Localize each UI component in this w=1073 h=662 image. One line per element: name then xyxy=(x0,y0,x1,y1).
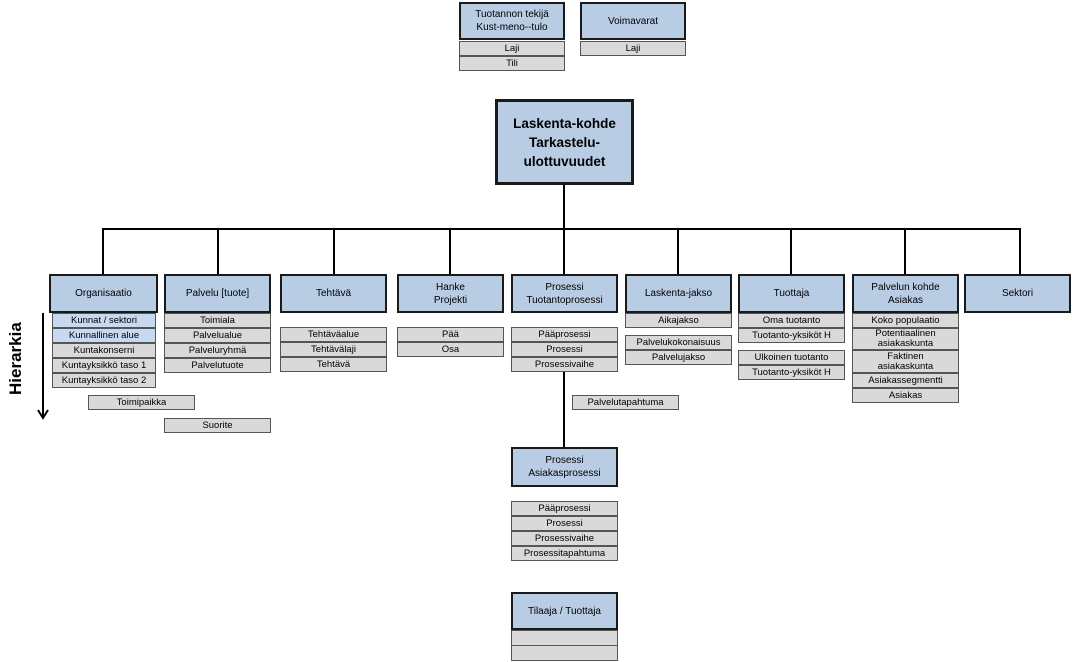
customer-process-item-2: Prosessi xyxy=(511,516,618,531)
resources-item-1: Laji xyxy=(580,41,686,56)
tehtava-item-3: Tehtävä xyxy=(280,357,387,372)
hierarchy-axis-label: Hierarkia xyxy=(6,322,25,395)
orderer-item-1 xyxy=(511,630,618,646)
dimension-hanke: Hanke Projekti xyxy=(397,274,504,313)
dimension-tuottaja: Tuottaja xyxy=(738,274,845,313)
prosessi-item-1: Pääprosessi xyxy=(511,327,618,342)
tehtava-item-2: Tehtävälaji xyxy=(280,342,387,357)
prosessi-item-3: Prosessivaihe xyxy=(511,357,618,372)
connector-drop-1 xyxy=(102,228,104,275)
tuottaja-item-1: Oma tuotanto xyxy=(738,313,845,328)
connector-center-down xyxy=(563,184,565,229)
connector-drop-6 xyxy=(677,228,679,275)
dimension-prosessi: Prosessi Tuotantoprosessi xyxy=(511,274,618,313)
orderer-box: Tilaaja / Tuottaja xyxy=(511,592,618,630)
organisaatio-item-3: Kuntakonserni xyxy=(52,343,156,358)
organisaatio-item-2: Kunnallinen alue xyxy=(52,328,156,343)
customer-process-item-4: Prosessitapahtuma xyxy=(511,546,618,561)
connector-bus xyxy=(102,228,1021,230)
palvelun-kohde-item-3: Faktinen asiakaskunta xyxy=(852,350,959,373)
connector-drop-2 xyxy=(217,228,219,275)
connector-drop-8 xyxy=(904,228,906,275)
resources-box: Voimavarat xyxy=(580,2,686,40)
palvelun-kohde-item-4: Asiakassegmentti xyxy=(852,373,959,388)
palvelun-kohde-item-5: Asiakas xyxy=(852,388,959,403)
laskenta-jakso-item-3: Palvelujakso xyxy=(625,350,732,365)
palvelu-extra: Suorite xyxy=(164,418,271,433)
connector-process-down xyxy=(563,372,565,448)
dimension-palvelun-kohde: Palvelun kohde Asiakas xyxy=(852,274,959,313)
center-box: Laskenta-kohde Tarkastelu- ulottuvuudet xyxy=(495,99,634,185)
customer-process-box: Prosessi Asiakasprosessi xyxy=(511,447,618,487)
producer-item-1: Laji xyxy=(459,41,565,56)
tuottaja-item-4: Tuotanto-yksiköt H xyxy=(738,365,845,380)
customer-process-item-1: Pääprosessi xyxy=(511,501,618,516)
laskenta-jakso-item-2: Palvelukokonaisuus xyxy=(625,335,732,350)
hanke-item-1: Pää xyxy=(397,327,504,342)
palvelun-kohde-item-2: Potentiaalinen asiakaskunta xyxy=(852,328,959,350)
producer-box: Tuotannon tekijä Kust-meno--tulo xyxy=(459,2,565,40)
dimension-sektori: Sektori xyxy=(964,274,1071,313)
hanke-item-2: Osa xyxy=(397,342,504,357)
palvelu-item-2: Palvelualue xyxy=(164,328,271,343)
connector-drop-3 xyxy=(333,228,335,275)
connector-drop-5 xyxy=(563,228,565,275)
producer-item-2: Tili xyxy=(459,56,565,71)
organisaatio-item-5: Kuntayksikkö taso 2 xyxy=(52,373,156,388)
laskenta-jakso-item-1: Aikajakso xyxy=(625,313,732,328)
dimension-tehtava: Tehtävä xyxy=(280,274,387,313)
organisaatio-extra: Toimipaikka xyxy=(88,395,195,410)
prosessi-item-2: Prosessi xyxy=(511,342,618,357)
customer-process-item-3: Prosessivaihe xyxy=(511,531,618,546)
tehtava-item-1: Tehtäväalue xyxy=(280,327,387,342)
palvelu-item-1: Toimiala xyxy=(164,313,271,328)
tuottaja-item-2: Tuotanto-yksiköt H xyxy=(738,328,845,343)
connector-drop-4 xyxy=(449,228,451,275)
connector-drop-7 xyxy=(790,228,792,275)
tuottaja-item-3: Ulkoinen tuotanto xyxy=(738,350,845,365)
dimension-laskenta-jakso: Laskenta-jakso xyxy=(625,274,732,313)
palvelun-kohde-item-1: Koko populaatio xyxy=(852,313,959,328)
dimension-organisaatio: Organisaatio xyxy=(49,274,158,313)
dimension-palvelu: Palvelu [tuote] xyxy=(164,274,271,313)
palvelu-item-4: Palvelutuote xyxy=(164,358,271,373)
organisaatio-item-1: Kunnat / sektori xyxy=(52,313,156,328)
prosessi-extra: Palvelutapahtuma xyxy=(572,395,679,410)
palvelu-item-3: Palveluryhmä xyxy=(164,343,271,358)
connector-drop-9 xyxy=(1019,228,1021,275)
organisaatio-item-4: Kuntayksikkö taso 1 xyxy=(52,358,156,373)
orderer-item-2 xyxy=(511,645,618,661)
hierarchy-arrow-icon xyxy=(37,313,49,420)
